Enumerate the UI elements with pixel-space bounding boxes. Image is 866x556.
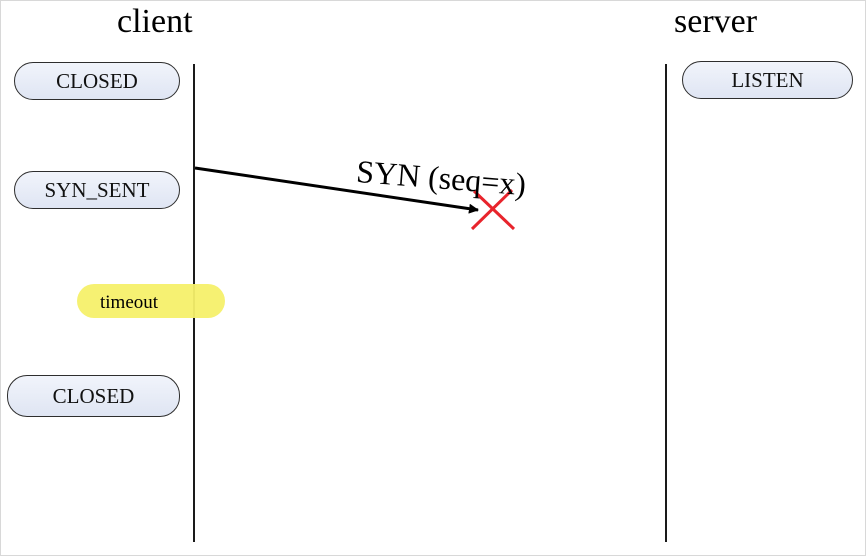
client-state-closed-initial: CLOSED xyxy=(14,62,180,100)
syn-arrow xyxy=(194,166,479,214)
server-title: server xyxy=(674,3,758,40)
lost-packet-x-icon xyxy=(470,188,516,231)
timeout-label: timeout xyxy=(100,292,159,313)
server-lifeline xyxy=(665,64,667,542)
timeout-highlight xyxy=(77,284,225,318)
server-state-listen: LISTEN xyxy=(682,61,853,99)
client-title: client xyxy=(117,3,193,40)
client-state-closed-final: CLOSED xyxy=(7,375,180,417)
client-state-syn-sent: SYN_SENT xyxy=(14,171,180,209)
